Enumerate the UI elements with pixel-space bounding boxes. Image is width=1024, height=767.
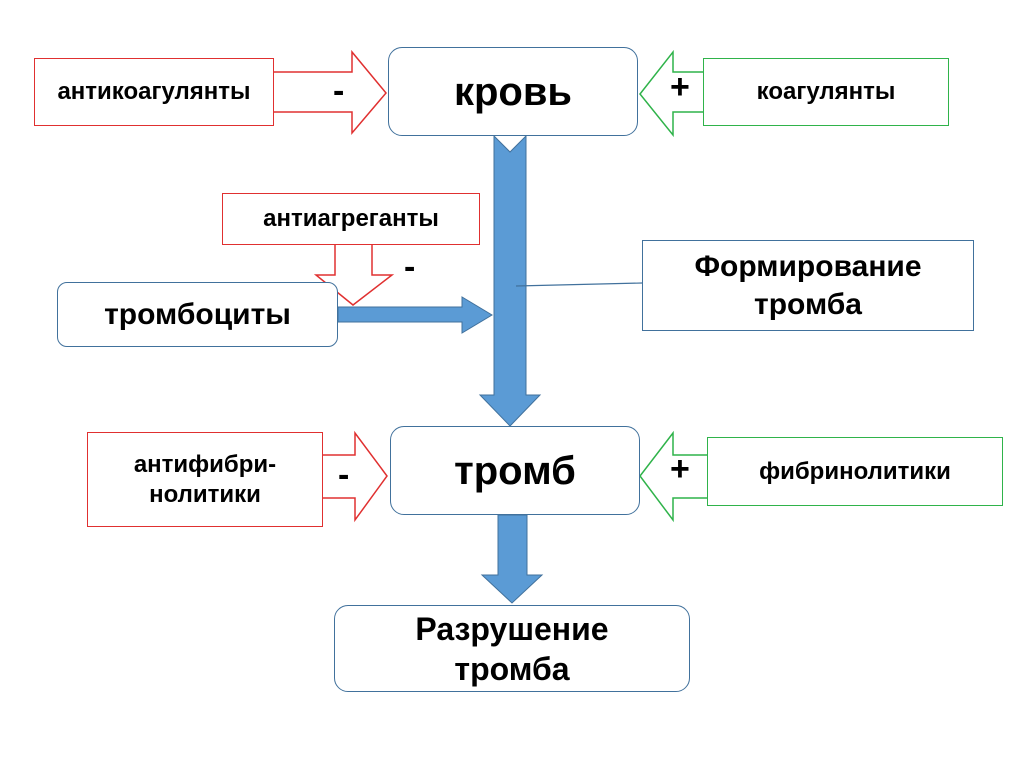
thrombus-formation-label: Формирование тромба [694, 250, 922, 321]
platelets-label: тромбоциты [104, 297, 291, 331]
antiaggregants-label: антиагреганты [263, 205, 439, 232]
blood-box: кровь [388, 47, 638, 136]
fibrinolytics-label: фибринолитики [759, 457, 951, 485]
anticoagulants-label: антикоагулянты [57, 78, 251, 105]
anticoagulants-inhibit-arrow [274, 49, 387, 136]
coagulants-promote-arrow [639, 49, 705, 138]
platelets-box: тромбоциты [57, 282, 338, 347]
coagulants-label: коагулянты [756, 78, 896, 105]
fibrinolytics-promote-arrow [639, 430, 707, 523]
coagulants-box: коагулянты [703, 58, 949, 126]
main-flow-arrow [478, 134, 542, 427]
minus-sign: - [333, 72, 345, 110]
fibrinolytics-box: фибринолитики [707, 437, 1003, 506]
thrombus-destruction-box: Разрушение тромба [334, 605, 690, 692]
plus-sign: + [670, 68, 690, 106]
minus-sign: - [338, 456, 350, 494]
antiaggregants-box: антиагреганты [222, 193, 480, 245]
minus-sign: - [404, 248, 416, 286]
formation-connector-line [515, 282, 643, 287]
antifibrinolytics-label: антифибри-нолитики [133, 450, 277, 508]
antifibrinolytics-box: антифибри-нолитики [87, 432, 323, 527]
blood-label: кровь [453, 69, 573, 114]
anticoagulants-box: антикоагулянты [34, 58, 274, 126]
antifibrinolytics-inhibit-arrow [323, 430, 388, 523]
thrombus-destruction-label: Разрушение тромба [415, 610, 609, 687]
thrombus-label: тромб [454, 448, 576, 493]
thrombus-box: тромб [390, 426, 640, 515]
destruction-flow-arrow [480, 514, 544, 604]
plus-sign: + [670, 450, 690, 488]
thrombus-formation-box: Формирование тромба [642, 240, 974, 331]
platelets-flow-arrow [337, 296, 493, 334]
